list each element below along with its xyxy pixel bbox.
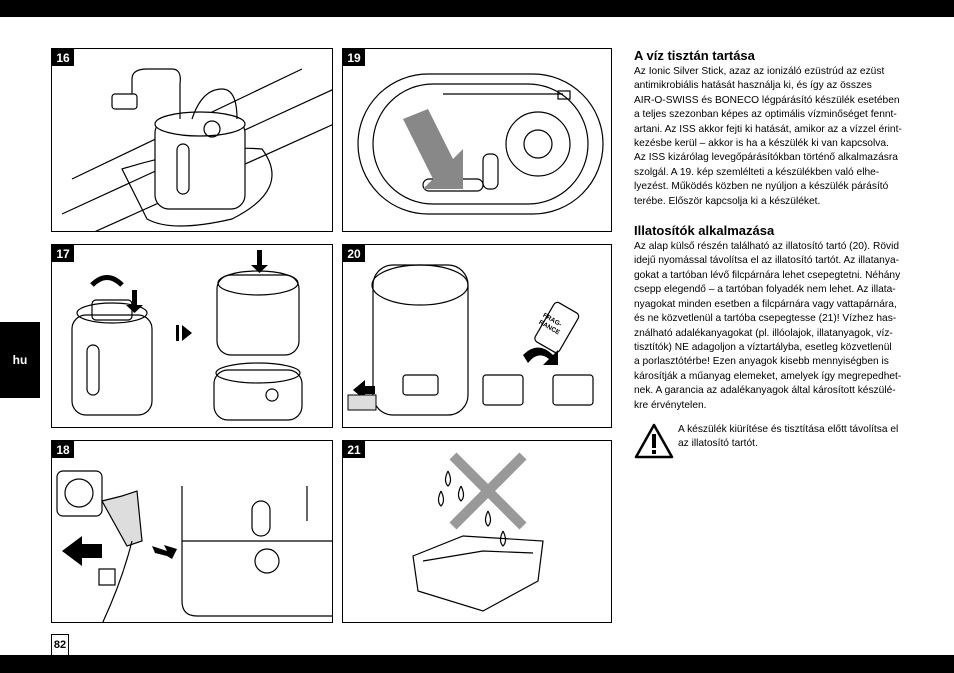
figure-21: 21 <box>342 440 612 623</box>
refill-tank-cap-icon <box>71 250 303 421</box>
section-heading-fragrance: Illatosítók alkalmazása <box>634 223 775 239</box>
top-bar <box>0 0 954 17</box>
text-column: A víz tisztán tartása Az Ionic Silver St… <box>634 48 904 464</box>
figure-17: 17 <box>51 244 333 428</box>
figure-19: 19 <box>342 48 612 232</box>
figure-number: 21 <box>343 441 365 458</box>
figure-number: 20 <box>343 245 365 262</box>
section-body-water: Az Ionic Silver Stick, azaz az ionizáló … <box>634 66 902 207</box>
figure-number: 19 <box>343 49 365 66</box>
figure-16: 16 <box>51 48 333 232</box>
page-number: 82 <box>51 634 69 655</box>
plug-and-power-cord-icon <box>56 470 332 622</box>
warning-note: A készülék kiürítése és tisztítása előtt… <box>634 423 904 464</box>
figure-number: 17 <box>52 245 74 262</box>
figure-18: 18 <box>51 440 333 623</box>
figure-number: 18 <box>52 441 74 458</box>
figure-number: 16 <box>52 49 74 66</box>
section-body-fragrance: Az alap külső részén található az illato… <box>634 241 902 411</box>
warning-triangle-icon <box>634 423 678 464</box>
no-water-in-fragrance-tray-icon <box>412 452 544 612</box>
fragrance-container-icon: FRAG- RANCE <box>347 264 594 416</box>
bottom-bar <box>0 655 954 673</box>
humidifier-under-faucet-icon <box>61 68 332 231</box>
figure-20: FRAG- RANCE 20 <box>342 244 612 428</box>
language-tab: hu <box>0 322 40 398</box>
ionic-silver-stick-top-view-icon <box>357 73 604 215</box>
warning-text: A készülék kiürítése és tisztítása előtt… <box>678 423 899 450</box>
section-heading-water: A víz tisztán tartása <box>634 48 755 63</box>
